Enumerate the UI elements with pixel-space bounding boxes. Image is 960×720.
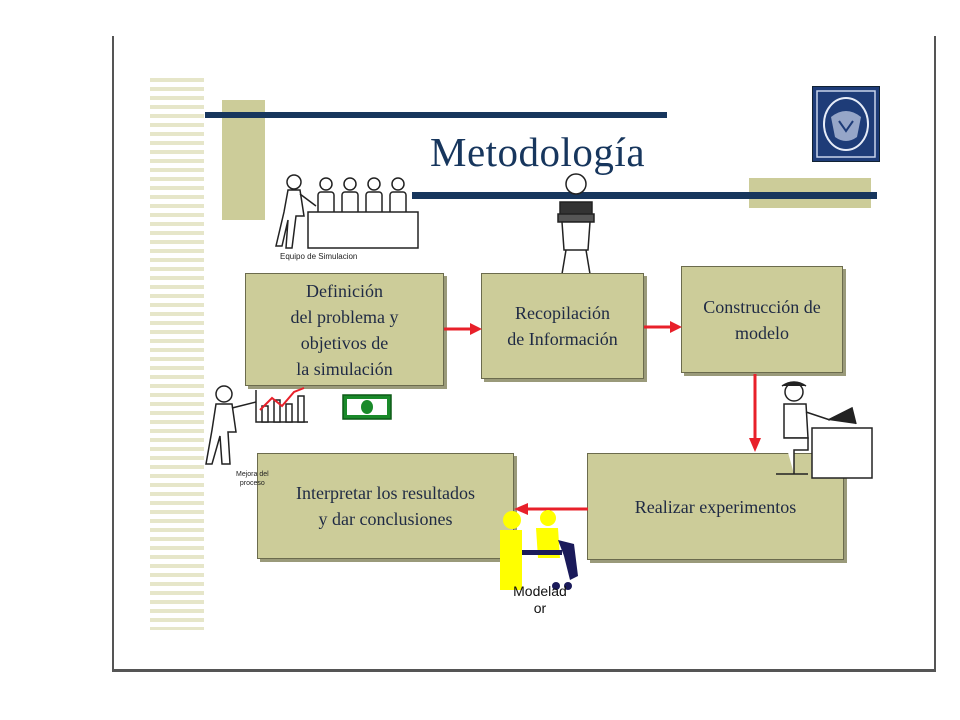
title-top-bar <box>205 112 667 118</box>
simulation-team-icon <box>275 174 419 249</box>
improvement-caption: Mejora del proceso <box>236 471 269 487</box>
arrow-right-1 <box>444 323 482 335</box>
decorative-olive-block <box>222 100 265 220</box>
university-logo <box>812 86 880 162</box>
modeler-caption: Modelad or <box>513 583 567 616</box>
decorative-stripes <box>150 78 204 630</box>
step-interpret-results: Interpretar los resultados y dar conclus… <box>257 453 514 559</box>
arrow-left <box>514 503 588 515</box>
step-run-experiments: Realizar experimentos <box>587 453 844 560</box>
money-bill-icon <box>342 394 392 420</box>
arrow-right-2 <box>644 321 682 333</box>
modeler-icon <box>500 510 578 590</box>
step-build-model: Construcción de modelo <box>681 266 843 373</box>
person-carrying-books-icon <box>557 173 595 287</box>
slide-title: Metodología <box>430 129 646 175</box>
step-collect-information: Recopilación de Información <box>481 273 644 379</box>
person-at-computer-icon <box>776 381 873 479</box>
process-improvement-icon <box>205 385 308 465</box>
step-define-problem: Definición del problema y objetivos de l… <box>245 273 444 386</box>
title-bottom-bar <box>412 192 877 199</box>
arrow-down <box>749 374 761 452</box>
team-caption: Equipo de Simulacion <box>280 252 358 261</box>
